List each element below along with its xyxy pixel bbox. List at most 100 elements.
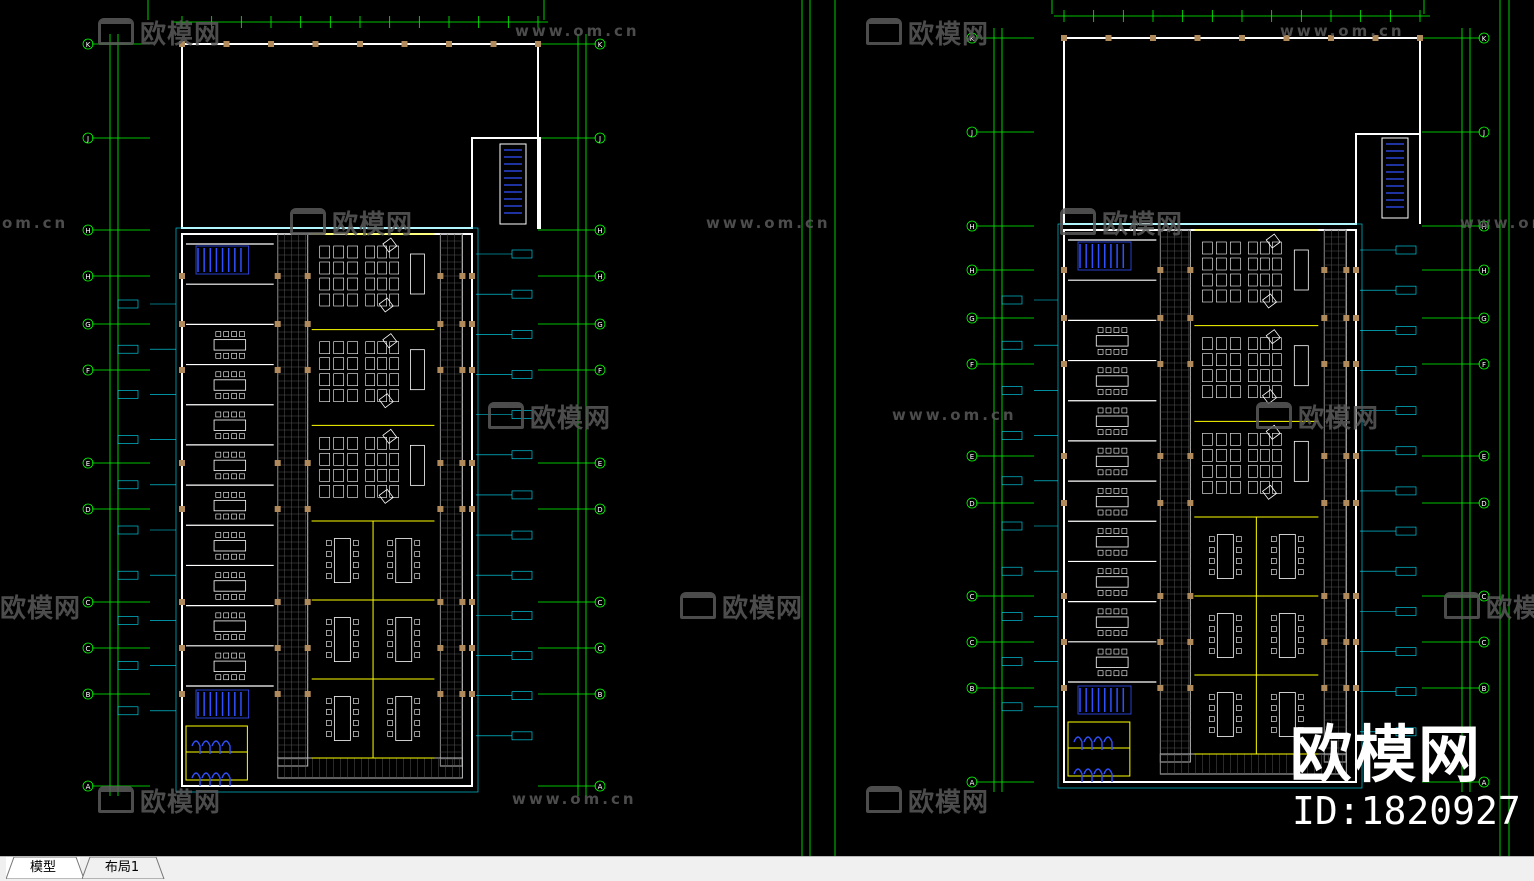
watermark-url: www.om.cn bbox=[892, 406, 1017, 424]
grid-axis-label: C bbox=[86, 599, 91, 607]
grid-axis-label: G bbox=[1481, 315, 1486, 323]
grid-axis-bubble bbox=[82, 457, 94, 469]
tab-shape bbox=[6, 857, 85, 879]
grid-axis-label: E bbox=[1482, 453, 1486, 461]
grid-axis-label: E bbox=[598, 460, 602, 468]
grid-axis-label: F bbox=[970, 361, 974, 369]
watermark-logo: 欧模网 bbox=[1444, 588, 1534, 625]
grid-axis-bubble bbox=[594, 364, 606, 376]
tab-layout1[interactable]: 布局1 bbox=[82, 857, 165, 879]
watermark-logo: 欧模网 bbox=[1256, 398, 1379, 435]
grid-axis-label: C bbox=[1482, 639, 1487, 647]
watermark-logo: 欧模网 bbox=[98, 14, 221, 51]
sofa-icon bbox=[98, 786, 134, 813]
model-id-label: ID:1820927 bbox=[1292, 789, 1521, 833]
sofa-icon bbox=[290, 208, 326, 235]
grid-axis-label: B bbox=[598, 691, 603, 699]
grid-axis-label: F bbox=[1482, 361, 1486, 369]
grid-axis-bubble bbox=[966, 497, 978, 509]
grid-axis-label: K bbox=[970, 35, 975, 43]
grid-axis-bubble bbox=[966, 220, 978, 232]
watermark-logo: 欧模网 bbox=[1060, 204, 1183, 241]
grid-axis-bubble bbox=[594, 38, 606, 50]
grid-axis-label: C bbox=[1482, 593, 1487, 601]
grid-axis-label: J bbox=[1482, 129, 1485, 137]
grid-axis-bubble bbox=[966, 126, 978, 138]
grid-axis-bubble bbox=[82, 596, 94, 608]
grid-axis-bubble bbox=[966, 776, 978, 788]
grid-axis-label: J bbox=[970, 129, 973, 137]
grid-axis-label: C bbox=[970, 639, 975, 647]
grid-axis-bubble bbox=[1478, 358, 1490, 370]
watermark-url: www.om bbox=[1460, 214, 1534, 232]
grid-axis-label: J bbox=[86, 135, 89, 143]
sofa-icon bbox=[866, 786, 902, 813]
grid-axis-bubble bbox=[82, 132, 94, 144]
grid-axis-bubble bbox=[594, 132, 606, 144]
grid-axis-label: F bbox=[86, 367, 90, 375]
sofa-icon bbox=[1444, 592, 1480, 619]
grid-axis-bubble bbox=[594, 457, 606, 469]
grid-axis-label: B bbox=[1482, 685, 1487, 693]
grid-axis-bubble bbox=[594, 503, 606, 515]
grid-axis-bubble bbox=[82, 224, 94, 236]
grid-axis-label: H bbox=[1481, 223, 1486, 231]
grid-axis-bubble bbox=[1478, 682, 1490, 694]
grid-axis-bubble bbox=[966, 590, 978, 602]
sofa-icon bbox=[680, 592, 716, 619]
brand-watermark: 欧模网 bbox=[1290, 718, 1483, 791]
grid-axis-bubble bbox=[82, 688, 94, 700]
grid-axis-label: A bbox=[1482, 779, 1487, 787]
grid-axis-bubble bbox=[966, 450, 978, 462]
watermark-logo: 欧模网 bbox=[290, 204, 413, 241]
grid-axis-label: A bbox=[86, 783, 91, 791]
watermark-url: www.om.cn bbox=[512, 790, 637, 808]
grid-axis-label: B bbox=[86, 691, 91, 699]
grid-axis-bubble bbox=[82, 38, 94, 50]
grid-axis-bubble bbox=[1478, 497, 1490, 509]
grid-axis-bubble bbox=[594, 270, 606, 282]
grid-axis-label: H bbox=[1481, 267, 1486, 275]
watermark-url: www.om.cn bbox=[706, 214, 831, 232]
grid-axis-label: C bbox=[598, 599, 603, 607]
tab-model[interactable]: 模型 bbox=[6, 857, 85, 879]
watermark-logo: 欧模网 bbox=[866, 14, 989, 51]
grid-axis-bubble bbox=[1478, 32, 1490, 44]
grid-axis-label: H bbox=[597, 273, 602, 281]
grid-axis-bubble bbox=[966, 358, 978, 370]
grid-axis-bubble bbox=[966, 636, 978, 648]
grid-axis-bubble bbox=[1478, 450, 1490, 462]
grid-axis-bubble bbox=[82, 364, 94, 376]
grid-axis-bubble bbox=[82, 318, 94, 330]
grid-axis-label: A bbox=[598, 783, 603, 791]
grid-axis-label: G bbox=[969, 315, 974, 323]
sofa-icon bbox=[1256, 402, 1292, 429]
sofa-icon bbox=[488, 402, 524, 429]
grid-axis-label: J bbox=[598, 135, 601, 143]
sofa-icon bbox=[98, 18, 134, 45]
watermark-url: www.om.cn bbox=[515, 22, 640, 40]
grid-axis-bubble bbox=[82, 503, 94, 515]
grid-axis-label: E bbox=[86, 460, 90, 468]
grid-axis-bubble bbox=[1478, 264, 1490, 276]
grid-axis-label: C bbox=[86, 645, 91, 653]
grid-axis-label: F bbox=[598, 367, 602, 375]
grid-axis-label: E bbox=[970, 453, 974, 461]
grid-axis-bubble bbox=[594, 224, 606, 236]
tab-shape bbox=[82, 857, 165, 879]
grid-axis-bubble bbox=[82, 780, 94, 792]
grid-axis-bubble bbox=[594, 596, 606, 608]
watermark-logo: 欧模网 bbox=[680, 588, 803, 625]
grid-axis-label: G bbox=[85, 321, 90, 329]
watermark-logo: 欧模网 bbox=[488, 398, 611, 435]
layout-tab-bar: 模型 布局1 bbox=[0, 856, 1534, 881]
grid-axis-label: K bbox=[598, 41, 603, 49]
grid-axis-bubble bbox=[1478, 776, 1490, 788]
watermark-logo: 欧模网 bbox=[98, 782, 221, 819]
watermark-url: om.cn bbox=[2, 214, 69, 232]
grid-axis-bubble bbox=[966, 32, 978, 44]
grid-axis-label: B bbox=[970, 685, 975, 693]
